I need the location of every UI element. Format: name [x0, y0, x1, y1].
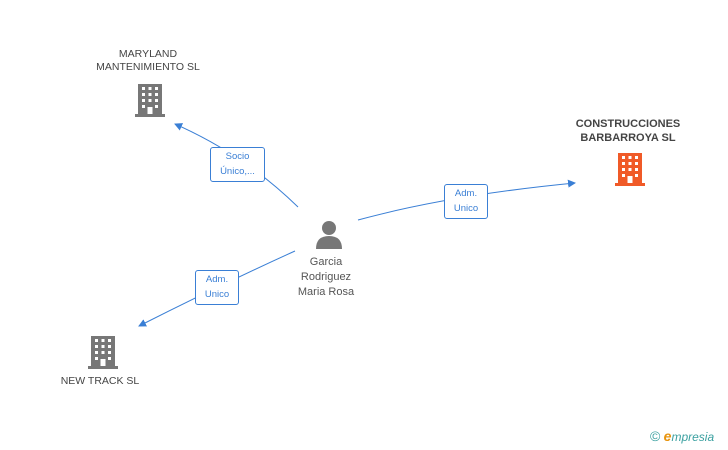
node-label-person[interactable]: Garcia Rodriguez Maria Rosa — [276, 255, 376, 300]
role-text: Adm. — [454, 188, 478, 199]
role-text: Socio — [225, 151, 250, 162]
copyright-icon: © — [650, 428, 661, 444]
role-text: Adm. — [205, 274, 229, 285]
person-name-line: Maria Rosa — [297, 286, 355, 298]
company-name: NEW TRACK SL — [60, 375, 140, 387]
node-label-construcciones[interactable]: CONSTRUCCIONES BARBARROYA SL — [564, 117, 692, 145]
person-name-line: Rodriguez — [300, 271, 352, 283]
company-name-line: BARBARROYA SL — [580, 132, 676, 144]
brand-logo-e: e — [663, 428, 672, 444]
company-name-line: CONSTRUCCIONES — [575, 118, 681, 130]
person-name-line: Garcia — [309, 256, 343, 268]
edge-label-maryland[interactable]: Socio Único,... — [210, 147, 265, 182]
edge-label-newtrack[interactable]: Adm. Unico — [195, 270, 239, 305]
company-name-line: MARYLAND — [118, 48, 178, 60]
role-text: Unico — [204, 289, 230, 300]
edge-label-construcciones[interactable]: Adm. Unico — [444, 184, 488, 219]
node-label-maryland[interactable]: MARYLAND MANTENIMIENTO SL — [88, 48, 208, 74]
building-icon[interactable] — [135, 84, 165, 117]
role-text: Único,... — [220, 166, 255, 177]
building-icon[interactable] — [615, 153, 645, 186]
building-icon[interactable] — [88, 336, 118, 369]
brand-logo-text: mpresia — [671, 430, 715, 444]
person-icon[interactable] — [316, 221, 342, 249]
brand-watermark: © empresia — [650, 428, 714, 444]
node-label-newtrack[interactable]: NEW TRACK SL — [50, 375, 150, 388]
company-name-line: MANTENIMIENTO SL — [96, 61, 200, 73]
role-text: Unico — [453, 203, 479, 214]
